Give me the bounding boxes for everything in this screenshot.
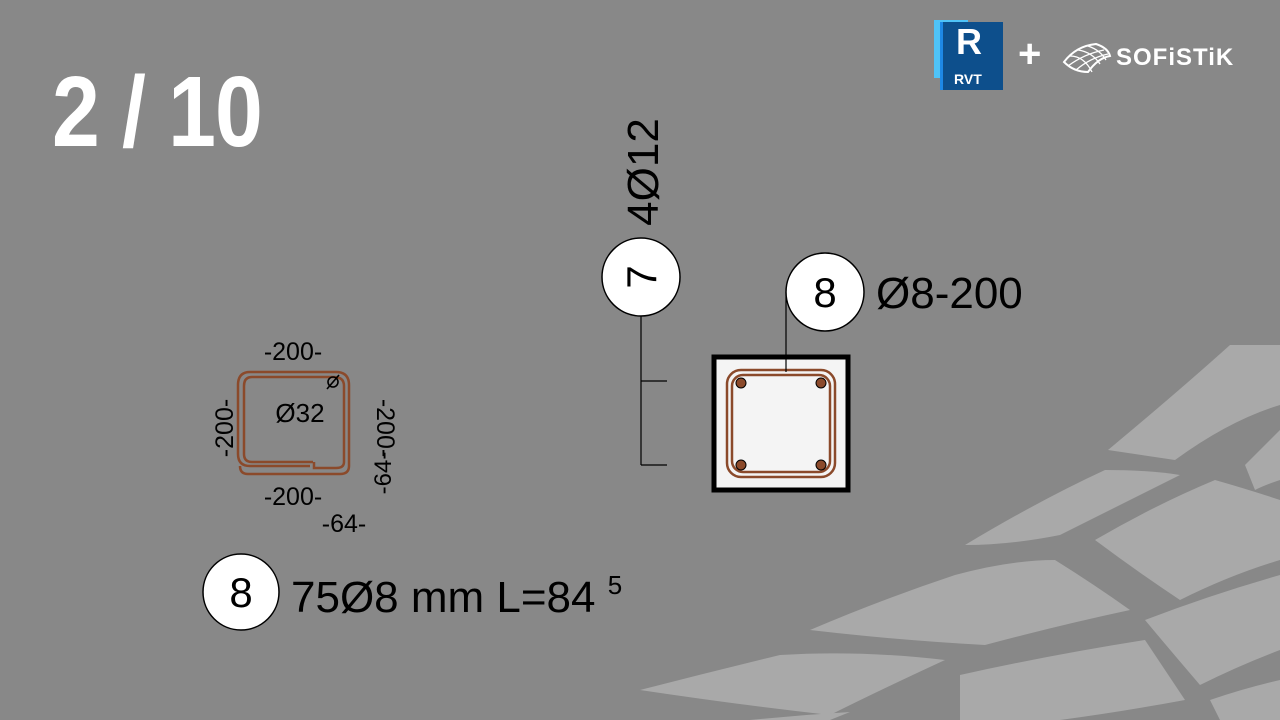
sofistik-mesh-icon [1062,42,1112,74]
schedule-row: 8 75Ø8 mm L=84 5 [202,553,622,631]
schedule-mark-circle [202,553,280,631]
section-stirrup-outer [725,368,837,479]
revit-letter: R [956,21,982,62]
dim-hook-vertical: -64- [370,452,397,495]
background-graphic [640,345,1280,720]
stirrup-mark-number: 8 [813,269,836,316]
rebar-dot [815,459,827,471]
mandrel-label: Ø32 [275,398,324,428]
revit-logo-front [940,22,1003,90]
rebar-dot [815,377,827,389]
concrete-section [711,354,851,493]
logo-area: R RVT + SOFiSTiK [934,20,1244,94]
dim-bottom: -200- [264,483,322,511]
dim-top: -200- [264,338,322,366]
schedule-mark-number: 8 [229,569,252,616]
schedule-text: 75Ø8 mm L=84 5 [291,570,622,622]
stirrup-shape-outer [236,370,351,476]
sofistik-name: SOFiSTiK [1116,44,1235,71]
longitudinal-label: 4Ø12 [619,118,668,226]
dim-left: -200- [211,399,239,457]
plus-sign: + [1018,32,1042,76]
section-stirrup-inner [730,373,832,474]
schedule-superscript: 5 [608,570,622,600]
mandrel-symbol [326,374,340,390]
column-section: 4Ø12 7 8 Ø8-200 [601,118,1023,493]
schedule-main: 75Ø8 mm L=84 [291,573,596,622]
dim-right: -200- [371,399,399,457]
revit-logo: R RVT [934,20,1003,90]
rebar-dot [735,459,747,471]
longitudinal-mark-number: 7 [618,265,665,288]
revit-label: RVT [954,71,982,87]
rebar-dot [735,377,747,389]
stirrup-mark-circle [785,252,865,332]
stirrup-label: Ø8-200 [876,269,1023,318]
dim-hook-horizontal: -64- [322,510,366,538]
bending-shape-drawing: -200- -200- -200- -200- -64- -64- Ø32 [211,338,399,538]
slide-counter: 2 / 10 [52,56,263,168]
